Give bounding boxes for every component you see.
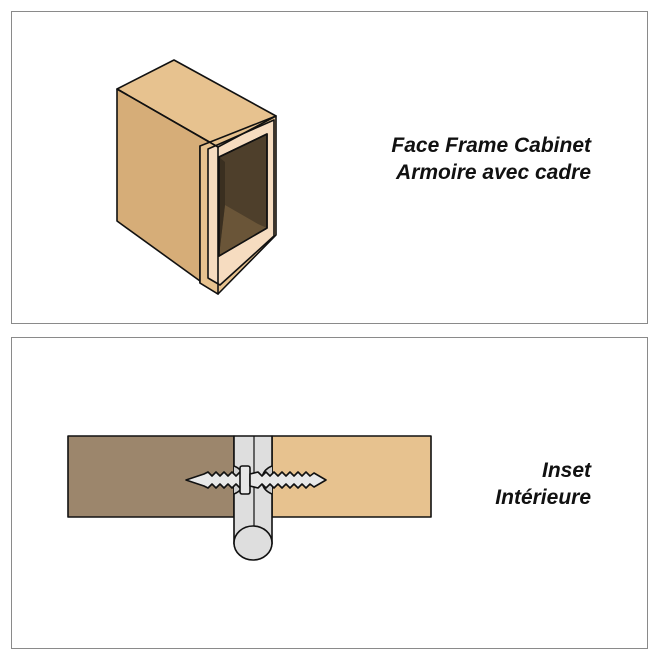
hinge-rod-end (233, 525, 273, 561)
inset-panel: Inset Intérieure (11, 337, 648, 649)
cabinet-opening-outline (218, 133, 268, 257)
face-frame-panel: Face Frame Cabinet Armoire avec cadre (11, 11, 648, 324)
hinge-section-illustration (67, 435, 432, 561)
face-frame-caption: Face Frame Cabinet Armoire avec cadre (391, 132, 591, 186)
caption-french: Armoire avec cadre (396, 161, 591, 184)
cabinet-interior-floor (219, 205, 267, 256)
inset-caption: Inset Intérieure (495, 457, 591, 511)
cabinet-interior-side (219, 157, 225, 256)
caption-french: Intérieure (495, 486, 591, 509)
screw (185, 465, 327, 495)
caption-english: Inset (541, 459, 591, 482)
cabinet-illustration (116, 59, 277, 295)
caption-english: Face Frame Cabinet (391, 134, 591, 157)
